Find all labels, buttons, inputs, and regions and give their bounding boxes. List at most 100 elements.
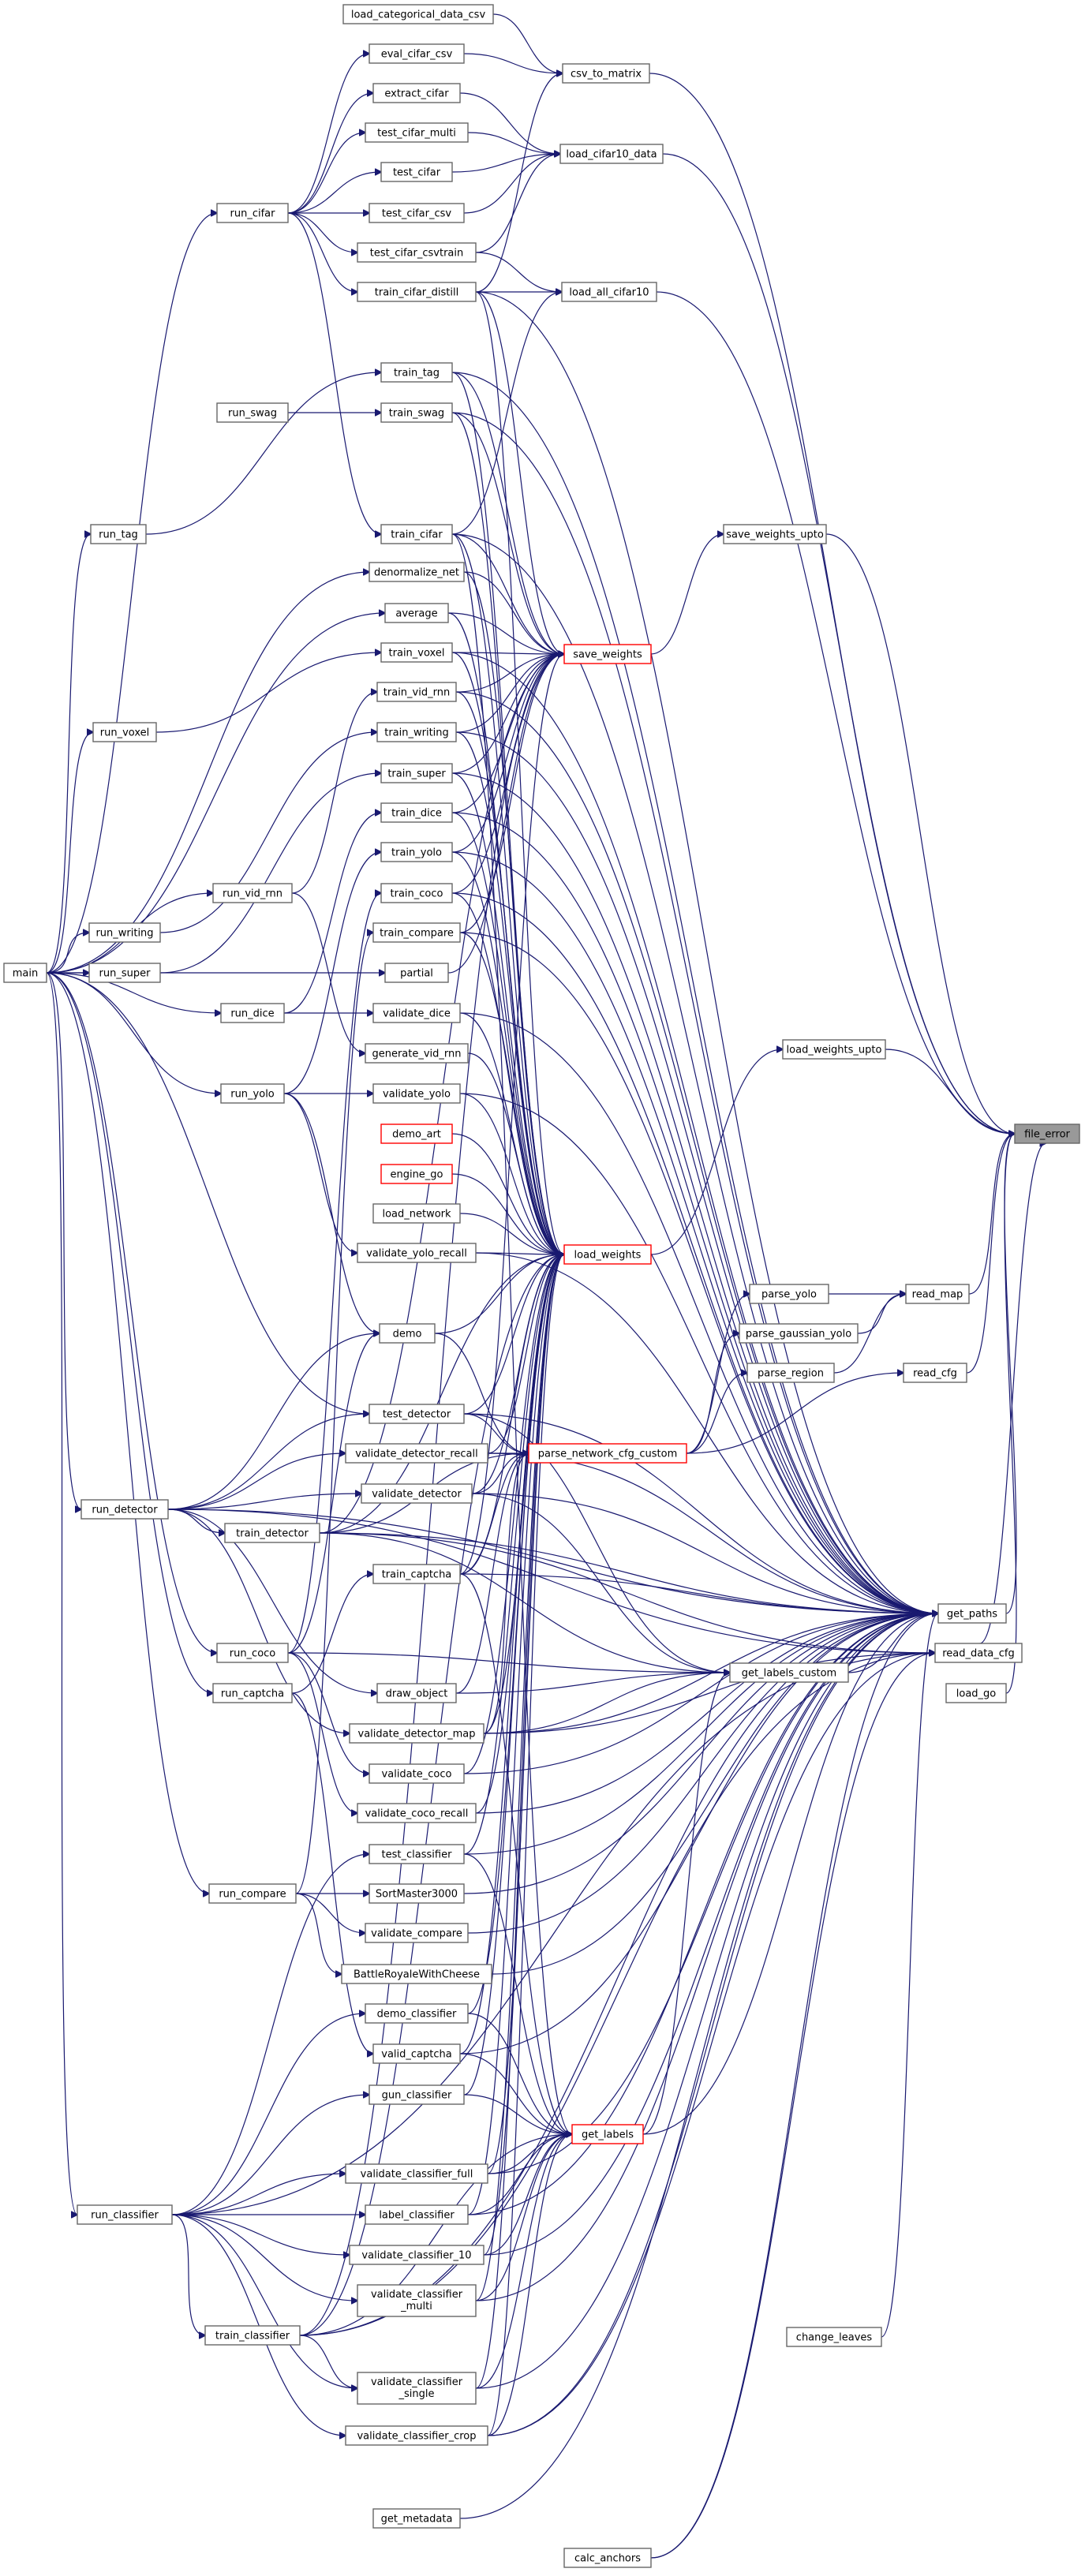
node-train_compare[interactable]: train_compare [372,922,461,943]
node-change_leaves[interactable]: change_leaves [786,2327,882,2347]
edge-test_cifar_multi-to-load_cifar10_data [467,132,560,154]
node-validate_detector_recall[interactable]: validate_detector_recall [345,1443,488,1464]
node-get_labels_custom[interactable]: get_labels_custom [729,1662,849,1683]
node-partial[interactable]: partial [384,963,449,983]
node-test_classifier[interactable]: test_classifier [369,1844,465,1864]
edge-run_coco-to-get_labels_custom [287,1652,730,1673]
node-get_labels[interactable]: get_labels [571,2124,644,2144]
node-train_writing[interactable]: train_writing [376,722,457,742]
node-eval_cifar_csv[interactable]: eval_cifar_csv [369,43,465,64]
node-run_detector[interactable]: run_detector [80,1499,169,1520]
node-csv_to_matrix[interactable]: csv_to_matrix [562,63,650,84]
node-load_all_cifar10[interactable]: load_all_cifar10 [561,282,657,302]
node-validate_classifier_10[interactable]: validate_classifier_10 [349,2245,485,2265]
node-test_cifar_csvtrain[interactable]: test_cifar_csvtrain [357,242,477,263]
node-read_data_cfg[interactable]: read_data_cfg [934,1643,1023,1663]
node-read_cfg[interactable]: read_cfg [903,1363,967,1383]
edge-main-to-run_cifar [46,213,217,974]
node-train_captcha[interactable]: train_captcha [372,1564,461,1584]
node-test_cifar_multi[interactable]: test_cifar_multi [365,122,469,143]
node-train_yolo[interactable]: train_yolo [380,842,453,862]
node-run_captcha[interactable]: run_captcha [212,1683,293,1703]
node-get_paths[interactable]: get_paths [937,1603,1007,1624]
node-engine_go[interactable]: engine_go [380,1164,453,1184]
node-validate_coco[interactable]: validate_coco [369,1763,465,1784]
node-validate_detector[interactable]: validate_detector [361,1483,473,1504]
node-average[interactable]: average [384,603,449,623]
node-validate_dice[interactable]: validate_dice [372,1003,461,1023]
node-run_coco[interactable]: run_coco [216,1643,289,1663]
node-load_weights[interactable]: load_weights [563,1244,652,1265]
node-train_dice[interactable]: train_dice [380,802,453,823]
node-file_error[interactable]: file_error [1014,1123,1080,1144]
node-validate_classifier_single[interactable]: validate_classifier_single [357,2372,477,2405]
node-validate_coco_recall[interactable]: validate_coco_recall [357,1803,477,1823]
node-run_classifier[interactable]: run_classifier [77,2204,173,2225]
node-train_cifar[interactable]: train_cifar [380,524,453,544]
node-run_voxel[interactable]: run_voxel [92,722,157,742]
node-train_tag[interactable]: train_tag [380,362,453,383]
node-parse_yolo[interactable]: parse_yolo [749,1284,829,1304]
node-test_detector[interactable]: test_detector [369,1404,465,1424]
node-save_weights[interactable]: save_weights [563,644,652,664]
node-train_swag[interactable]: train_swag [380,402,453,423]
edge-average-to-save_weights [447,612,564,654]
node-save_weights_upto[interactable]: save_weights_upto [723,524,827,544]
node-calc_anchors[interactable]: calc_anchors [563,2548,652,2568]
node-parse_region[interactable]: parse_region [746,1363,835,1383]
node-validate_yolo[interactable]: validate_yolo [372,1083,461,1104]
edge-run_cifar-to-extract_cifar [287,93,373,214]
node-box [372,1564,461,1584]
edge-demo_classifier-to-get_labels [467,2013,572,2134]
node-load_network[interactable]: load_network [372,1203,461,1224]
node-demo_classifier[interactable]: demo_classifier [365,2003,469,2024]
node-test_cifar_csv[interactable]: test_cifar_csv [369,203,465,223]
node-load_cifar10_data[interactable]: load_cifar10_data [559,144,664,164]
node-train_coco[interactable]: train_coco [380,883,453,903]
node-demo[interactable]: demo [379,1323,436,1344]
node-valid_captcha[interactable]: valid_captcha [372,2043,461,2064]
node-SortMaster3000[interactable]: SortMaster3000 [369,1883,465,1904]
node-run_super[interactable]: run_super [88,963,161,983]
node-train_cifar_distill[interactable]: train_cifar_distill [357,282,477,302]
node-validate_classifier_multi[interactable]: validate_classifier_multi [357,2284,477,2317]
node-read_map[interactable]: read_map [905,1284,970,1304]
edge-test_cifar_csvtrain-to-load_cifar10_data [475,154,560,253]
node-train_classifier[interactable]: train_classifier [204,2325,301,2346]
node-extract_cifar[interactable]: extract_cifar [372,83,461,103]
node-parse_network_cfg_custom[interactable]: parse_network_cfg_custom [528,1443,687,1464]
node-run_tag[interactable]: run_tag [90,524,147,544]
node-label_classifier[interactable]: label_classifier [365,2204,469,2225]
node-run_cifar[interactable]: run_cifar [216,203,289,223]
node-validate_detector_map[interactable]: validate_detector_map [349,1723,485,1744]
node-generate_vid_rnn[interactable]: generate_vid_rnn [365,1043,469,1064]
node-run_dice[interactable]: run_dice [220,1003,285,1023]
node-validate_yolo_recall[interactable]: validate_yolo_recall [357,1243,477,1263]
node-test_cifar[interactable]: test_cifar [380,162,453,182]
node-load_categorical_data_csv[interactable]: load_categorical_data_csv [342,4,494,24]
node-train_vid_rnn[interactable]: train_vid_rnn [376,682,457,702]
node-run_writing[interactable]: run_writing [88,922,161,943]
node-train_voxel[interactable]: train_voxel [380,642,453,663]
node-run_compare[interactable]: run_compare [208,1883,297,1904]
node-run_swag[interactable]: run_swag [216,402,289,423]
node-validate_compare[interactable]: validate_compare [365,1923,469,1943]
node-main[interactable]: main [3,963,47,983]
node-gun_classifier[interactable]: gun_classifier [369,2084,465,2105]
node-get_metadata[interactable]: get_metadata [372,2508,461,2529]
node-validate_classifier_crop[interactable]: validate_classifier_crop [345,2425,488,2446]
node-train_super[interactable]: train_super [380,763,453,783]
node-validate_classifier_full[interactable]: validate_classifier_full [345,2163,488,2184]
node-run_yolo[interactable]: run_yolo [220,1083,285,1104]
node-load_go[interactable]: load_go [945,1683,1007,1703]
node-draw_object[interactable]: draw_object [376,1683,457,1703]
node-demo_art[interactable]: demo_art [380,1123,453,1144]
node-parse_gaussian_yolo[interactable]: parse_gaussian_yolo [739,1323,859,1344]
edge-train_cifar_distill-to-save_weights [475,291,564,654]
node-denormalize_net[interactable]: denormalize_net [369,562,465,582]
node-load_weights_upto[interactable]: load_weights_upto [782,1039,886,1060]
node-train_detector[interactable]: train_detector [224,1523,320,1543]
node-run_vid_rnn[interactable]: run_vid_rnn [212,883,293,903]
edge-run_cifar-to-test_cifar_csvtrain [287,212,357,252]
node-BattleRoyaleWithCheese[interactable]: BattleRoyaleWithCheese [341,1964,492,1984]
